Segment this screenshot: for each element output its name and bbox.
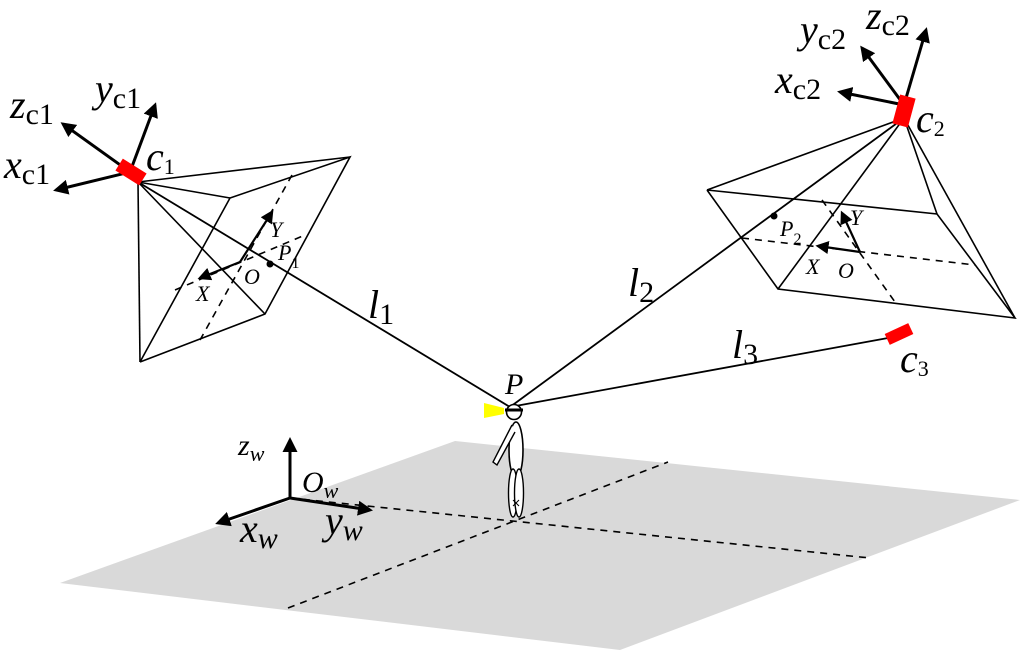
line-l3-label: l3: [732, 322, 758, 371]
world-x-axis: [215, 496, 291, 527]
camera1-image-x-label: X: [195, 281, 211, 306]
world-origin-label: Ow: [302, 466, 339, 503]
camera1: zc1 yc1 xc1 c1: [3, 66, 175, 195]
camera2-image-point: [770, 212, 778, 220]
camera1-y-axis: [128, 102, 158, 173]
world-x-label: xw: [239, 506, 278, 555]
camera3-label: c3: [900, 336, 929, 381]
camera2-body: [892, 94, 916, 128]
camera1-body: [115, 158, 147, 186]
world-z-label: zw: [237, 429, 265, 466]
camera3-body: [884, 323, 914, 345]
camera2-image-y-label: Y: [850, 205, 865, 230]
camera2: yc2 zc2 xc2 c2: [774, 0, 945, 141]
person-head: [505, 403, 523, 421]
ground-surface: [60, 441, 1020, 650]
camera1-image-y-label: Y: [270, 217, 285, 242]
ray-l2: [509, 117, 905, 408]
camera2-frustum: X Y O P2: [509, 117, 1017, 408]
ground-plane: [60, 441, 1020, 650]
camera1-z-axis: [60, 122, 131, 174]
line-l2-label: l2: [628, 260, 654, 309]
camera2-image-origin-label: O: [838, 258, 854, 283]
camera2-label: c2: [916, 96, 945, 141]
camera1-image-x-axis: [197, 260, 241, 281]
camera1-image-y-axis: [239, 209, 274, 263]
camera2-z-label: zc2: [865, 0, 910, 42]
camera2-image-x-label: X: [805, 254, 821, 279]
camera2-y-label: yc2: [796, 7, 846, 56]
camera2-image-x-axis: [815, 240, 861, 255]
camera1-image-origin-label: O: [244, 264, 260, 289]
camera2-y-axis: [860, 45, 906, 106]
camera2-z-axis: [902, 27, 930, 106]
camera1-image-point-label: P1: [277, 240, 299, 272]
target-label: P: [504, 368, 523, 401]
ray-l1: [137, 181, 511, 408]
camera2-image-y-axis: [840, 210, 861, 253]
camera1-label: c1: [146, 134, 175, 179]
camera1-frustum: X Y O P1: [137, 155, 511, 408]
camera1-z-label: zc1: [9, 82, 54, 131]
ray-l3: [509, 337, 889, 408]
world-frame: zw Ow xw yw: [215, 429, 373, 555]
camera2-x-label: xc2: [774, 57, 821, 106]
person-figure: P: [484, 368, 525, 518]
camera1-image-point: [266, 260, 274, 268]
camera1-x-axis: [53, 170, 131, 195]
camera1-y-label: yc1: [91, 66, 141, 115]
camera1-x-label: xc1: [3, 142, 50, 191]
world-y-axis: [289, 496, 373, 516]
ground-dashed-line-2: [289, 497, 871, 559]
camera3: c3: [509, 323, 929, 408]
line-l1-label: l1: [368, 282, 394, 331]
ground-dashed-line-1: [287, 461, 669, 609]
head-lamp: [484, 403, 504, 418]
world-y-label: yw: [321, 498, 363, 547]
camera2-image-point-label: P2: [779, 216, 801, 248]
camera2-x-axis: [837, 87, 905, 107]
